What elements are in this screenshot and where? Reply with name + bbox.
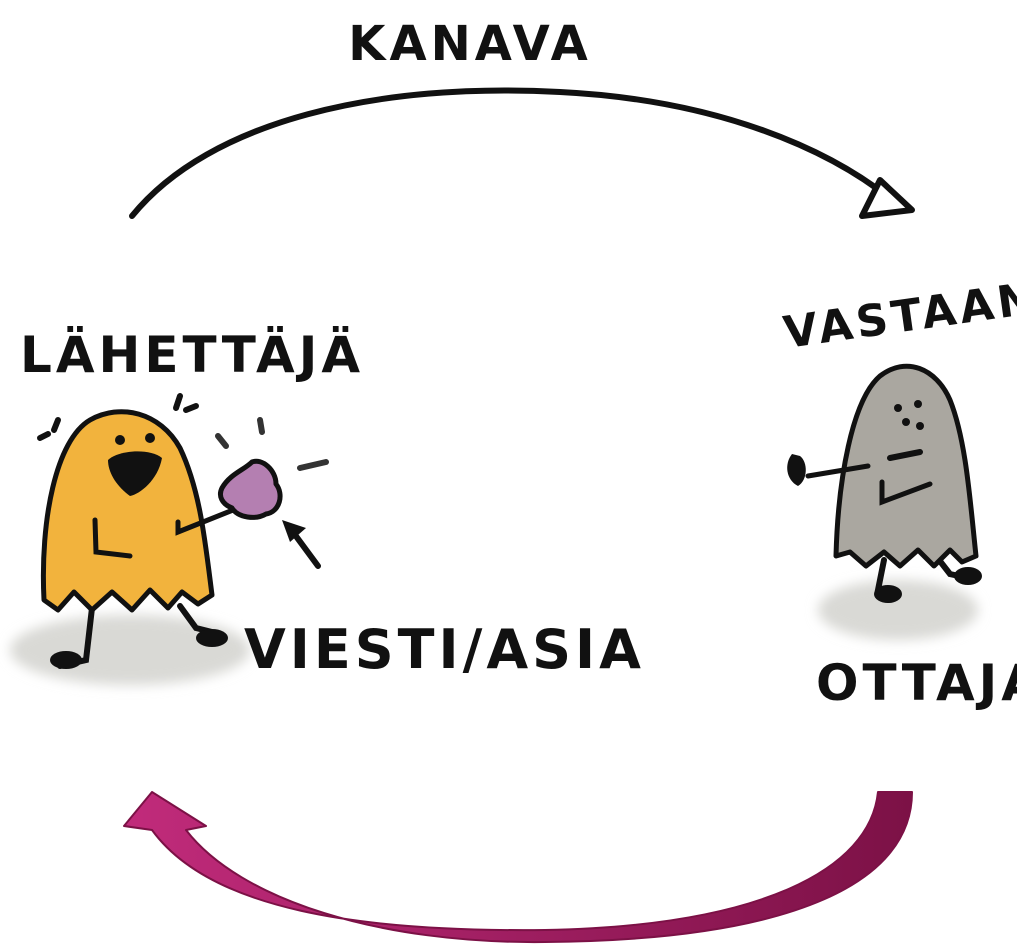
sender-label: LÄHETTÄJÄ [20, 326, 364, 384]
receiver-character-icon [787, 363, 982, 640]
channel-arrow-icon [129, 87, 915, 219]
sender-character-icon [10, 393, 250, 685]
sender-shadow [10, 615, 250, 685]
feedback-arrow-icon [123, 791, 913, 944]
message-label: VIESTI/ASIA [244, 618, 645, 681]
message-blob-icon [215, 417, 329, 569]
receiver-label-top: VASTAAN- [780, 270, 1017, 359]
receiver-shadow [818, 580, 978, 640]
receiver-label-bottom: OTTAJA [816, 654, 1017, 712]
channel-label: KANAVA [348, 16, 591, 72]
